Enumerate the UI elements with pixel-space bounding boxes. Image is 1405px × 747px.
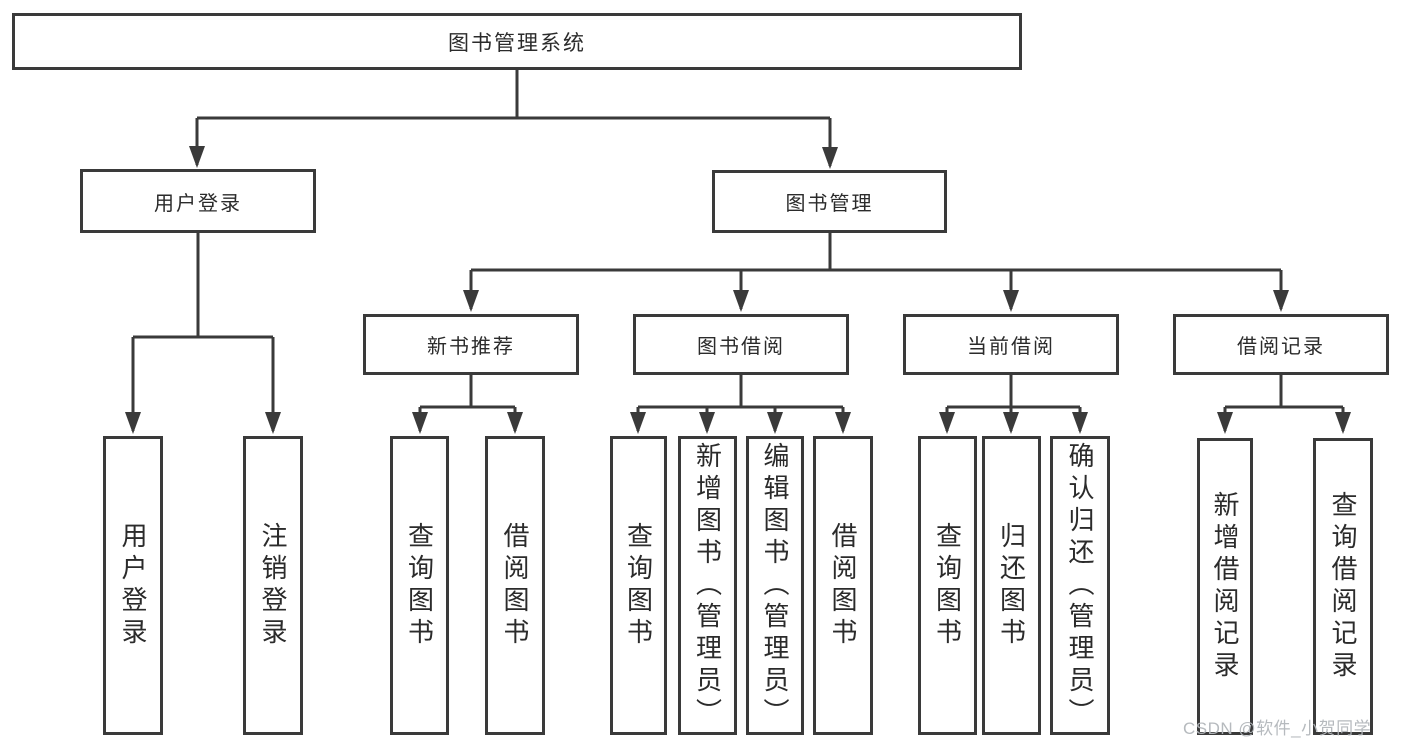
node-user-login: 用户登录	[80, 169, 316, 233]
leaf-logout: 注销登录	[243, 436, 303, 735]
leaf-return-book: 归还图书	[982, 436, 1041, 735]
node-new-book-recommend: 新书推荐	[363, 314, 579, 375]
leaf-user-login: 用户登录	[103, 436, 163, 735]
node-book-management: 图书管理	[712, 170, 947, 233]
node-root-library-system: 图书管理系统	[12, 13, 1022, 70]
leaf-borrow-books-borrow: 借阅图书	[813, 436, 873, 735]
leaf-borrow-books-recommend: 借阅图书	[485, 436, 545, 735]
node-borrow-records: 借阅记录	[1173, 314, 1389, 375]
leaf-query-books-current: 查询图书	[918, 436, 977, 735]
leaf-query-books-borrow: 查询图书	[610, 436, 667, 735]
connectors	[125, 70, 1351, 434]
csdn-watermark: CSDN @软件_小贺同学	[1183, 719, 1372, 738]
leaf-add-borrow-record: 新增借阅记录	[1197, 438, 1253, 735]
leaf-add-book-admin: 新增图书（管理员）	[678, 436, 737, 735]
node-book-borrow: 图书借阅	[633, 314, 849, 375]
leaf-confirm-return-admin: 确认归还（管理员）	[1050, 436, 1110, 735]
leaf-edit-book-admin: 编辑图书（管理员）	[746, 436, 804, 735]
leaf-query-borrow-record: 查询借阅记录	[1313, 438, 1373, 735]
leaf-query-books-recommend: 查询图书	[390, 436, 449, 735]
node-current-borrow: 当前借阅	[903, 314, 1119, 375]
